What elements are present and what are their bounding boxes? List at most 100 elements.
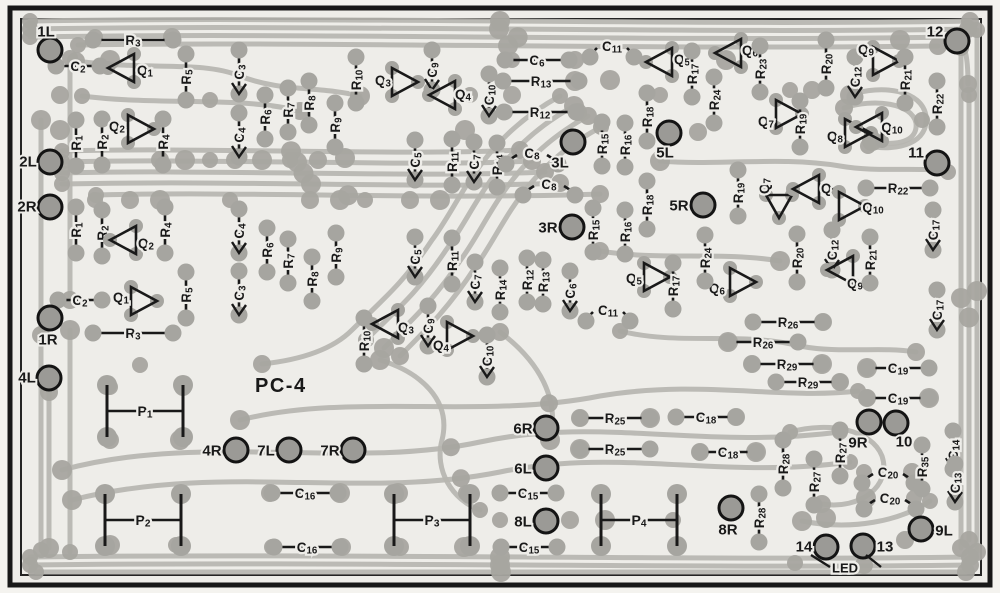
- terminal-label: 2L: [19, 154, 37, 171]
- terminal-pad: [275, 436, 303, 464]
- led-annotation: LED: [810, 553, 882, 578]
- component-r10: R10: [346, 48, 367, 112]
- component-c18: C18: [667, 407, 745, 428]
- component-r9: R9: [326, 224, 347, 286]
- terminal-12: 12: [925, 22, 971, 55]
- terminal-pad: [717, 494, 745, 522]
- component-label: C15: [519, 540, 540, 557]
- terminal-pad: [532, 507, 560, 535]
- component-r27: R27: [830, 421, 851, 485]
- component-label: Q1: [137, 63, 154, 80]
- terminal-label: 6L: [514, 461, 532, 478]
- component-label: P2: [136, 512, 151, 529]
- component-label: Q3: [375, 73, 392, 90]
- component-r6: R6: [257, 219, 278, 281]
- component-q1: Q1: [111, 280, 164, 322]
- terminal-pad: [532, 454, 560, 482]
- component-r24: R24: [695, 226, 716, 290]
- component-r20: R20: [816, 31, 837, 97]
- terminal-2r: 2R: [15, 193, 64, 221]
- terminal-label: 12: [927, 24, 944, 41]
- component-label: Q7: [758, 114, 774, 131]
- component-q2: Q2: [107, 108, 161, 150]
- component-r8: R8: [302, 248, 323, 310]
- component-c19: C19: [858, 388, 938, 409]
- component-r26: R26: [719, 332, 807, 353]
- component-label: C11: [598, 303, 619, 320]
- component-label: R16: [618, 221, 635, 242]
- component-label: R13: [531, 74, 552, 91]
- terminal-label: 8L: [514, 514, 532, 531]
- component-label: R29: [798, 375, 819, 392]
- component-r20: R20: [787, 225, 808, 291]
- component-p4: P4: [591, 484, 687, 556]
- component-r18: R18: [637, 172, 658, 238]
- component-c3: C3: [229, 41, 250, 103]
- component-label: R12: [520, 269, 537, 290]
- component-label: C8: [541, 177, 557, 194]
- component-label: R20: [790, 248, 807, 269]
- component-label: R4: [156, 134, 173, 150]
- component-r16: R16: [615, 114, 636, 176]
- component-r21: R21: [860, 228, 881, 292]
- terminal-pad: [36, 36, 64, 64]
- component-label: C16: [295, 486, 316, 503]
- component-label: C18: [718, 445, 739, 462]
- component-label: R1: [69, 135, 86, 151]
- component-label: C17: [930, 300, 947, 321]
- component-label: R6: [260, 242, 277, 258]
- component-label: R27: [833, 443, 850, 464]
- component-label: R15: [586, 219, 603, 240]
- component-label: R9: [329, 247, 346, 263]
- component-r7: R7: [278, 79, 299, 141]
- terminal-2l: 2L: [17, 148, 64, 176]
- component-label: C5: [408, 249, 425, 265]
- component-q5: Q5: [639, 41, 693, 83]
- component-q2: Q2: [103, 219, 157, 261]
- component-r35: R35: [912, 436, 933, 498]
- component-r23: R23: [750, 37, 771, 101]
- component-r12: R12: [517, 249, 538, 311]
- component-r28: R28: [773, 431, 794, 497]
- component-label: C2: [70, 59, 86, 76]
- component-r15: R15: [592, 113, 613, 175]
- component-label: Q4: [433, 338, 450, 355]
- component-c17: C17: [927, 281, 948, 339]
- component-r16: R16: [615, 201, 636, 263]
- component-label: R26: [778, 315, 799, 332]
- component-label: R22: [888, 181, 909, 198]
- terminal-pad: [849, 532, 877, 560]
- terminal-pad: [532, 414, 560, 442]
- component-c9: C9: [418, 297, 439, 355]
- terminal-pad: [558, 213, 586, 241]
- component-q6: Q6: [707, 261, 763, 303]
- component-r26: R26: [744, 312, 832, 333]
- component-q9: Q9: [820, 249, 866, 294]
- component-q4: Q4: [422, 74, 474, 116]
- terminal-pad: [655, 119, 683, 147]
- component-label: R9: [328, 117, 345, 133]
- component-r3: R3: [84, 30, 182, 51]
- terminal-label: 2R: [17, 199, 36, 216]
- component-r4: R4: [153, 110, 174, 174]
- terminal-label: 9L: [935, 523, 953, 540]
- terminal-10: 10: [882, 409, 914, 453]
- component-label: R5: [179, 69, 196, 85]
- component-c15: C15: [491, 483, 565, 504]
- terminal-3l: 3L: [549, 128, 587, 174]
- component-label: C2: [72, 293, 88, 310]
- component-r17: R17: [663, 254, 684, 318]
- component-label: R1: [69, 222, 86, 238]
- component-label: R19: [793, 113, 810, 134]
- component-label: Q4: [455, 87, 472, 104]
- component-c5: C5: [405, 228, 426, 286]
- component-label: R16: [618, 134, 635, 155]
- component-label: R13: [536, 271, 553, 292]
- component-label: R3: [125, 326, 141, 343]
- board-title: PC-4: [255, 375, 307, 397]
- terminal-label: 4L: [18, 370, 36, 387]
- component-label: Q5: [674, 52, 691, 69]
- component-c17: C17: [923, 201, 944, 259]
